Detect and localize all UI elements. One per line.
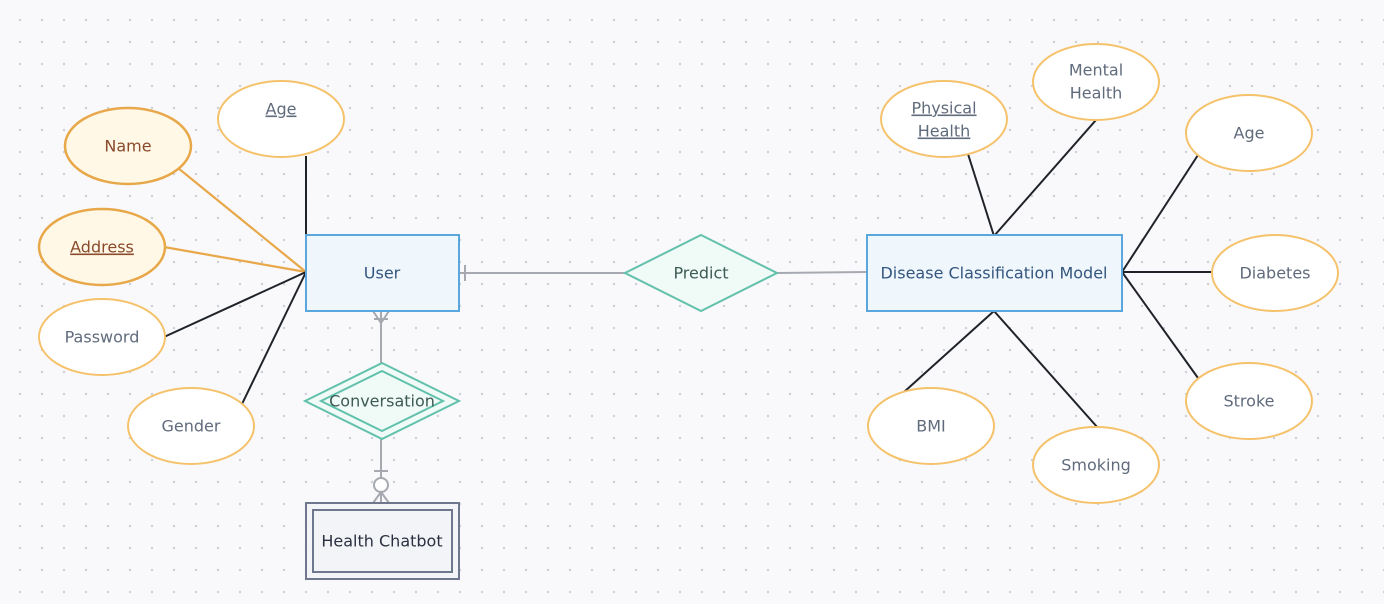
relationship-predict[interactable]: Predict: [622, 233, 780, 313]
model-attribute-connectors: [903, 119, 1212, 429]
attribute-physical-health-line1: Physical: [911, 99, 976, 118]
connector-model-bmi: [903, 310, 995, 393]
attribute-user-gender[interactable]: Gender: [127, 387, 255, 465]
attribute-user-address-label: Address: [70, 238, 134, 257]
entity-user[interactable]: User: [305, 234, 460, 312]
connector-user-address: [163, 245, 307, 274]
attribute-user-name-label: Name: [104, 137, 151, 156]
attribute-user-address[interactable]: Address: [37, 207, 167, 287]
relationship-predict-label: Predict: [673, 264, 728, 283]
connector-user-password: [163, 271, 307, 338]
entity-disease-classification-model[interactable]: Disease Classification Model: [866, 234, 1123, 312]
attribute-user-gender-label: Gender: [162, 417, 221, 436]
connector-predict-model: [776, 271, 867, 274]
relationship-conversation-label: Conversation: [329, 392, 435, 411]
attribute-user-age-label: Age: [266, 100, 297, 119]
entity-chatbot-label: Health Chatbot: [321, 532, 442, 551]
attribute-model-bmi[interactable]: BMI: [867, 387, 995, 465]
attribute-model-physical-health[interactable]: Physical Health: [880, 80, 1008, 158]
connector-user-gender: [241, 271, 307, 405]
entity-user-label: User: [364, 264, 401, 283]
attribute-model-smoking-label: Smoking: [1061, 456, 1131, 475]
attribute-model-age-label: Age: [1234, 124, 1265, 143]
relationship-connectors: [372, 265, 867, 504]
relationship-conversation[interactable]: Conversation: [302, 361, 462, 441]
attribute-model-diabetes[interactable]: Diabetes: [1211, 234, 1339, 312]
connector-model-mental-health: [993, 119, 1097, 237]
attribute-mental-health-line2: Health: [1070, 84, 1123, 103]
attribute-model-bmi-label: BMI: [916, 417, 946, 436]
user-attribute-connectors: [163, 156, 307, 405]
attribute-physical-health-line2: Health: [918, 122, 971, 141]
crowfoot-user: [372, 310, 390, 325]
attribute-user-name[interactable]: Name: [63, 106, 193, 186]
attribute-user-age[interactable]: Age: [217, 80, 345, 158]
connector-model-age: [1121, 154, 1199, 273]
attribute-mental-health-line1: Mental: [1069, 61, 1123, 80]
attribute-user-password-label: Password: [65, 328, 140, 347]
attribute-user-password[interactable]: Password: [38, 298, 166, 376]
weak-entity-health-chatbot[interactable]: Health Chatbot: [305, 502, 460, 580]
zero-mark-chatbot: [373, 477, 389, 493]
attribute-model-diabetes-label: Diabetes: [1239, 264, 1310, 283]
connector-user-name: [177, 167, 307, 273]
attribute-model-mental-health[interactable]: Mental Health: [1032, 43, 1160, 121]
attribute-model-stroke[interactable]: Stroke: [1185, 362, 1313, 440]
attribute-model-stroke-label: Stroke: [1224, 392, 1275, 411]
connector-model-stroke: [1121, 271, 1199, 379]
attribute-model-age[interactable]: Age: [1185, 94, 1313, 172]
entity-model-label: Disease Classification Model: [880, 264, 1107, 283]
connector-model-smoking: [993, 310, 1099, 429]
attribute-model-smoking[interactable]: Smoking: [1032, 426, 1160, 504]
connector-model-physical-health: [967, 153, 995, 237]
crowfoot-chatbot: [372, 490, 390, 504]
